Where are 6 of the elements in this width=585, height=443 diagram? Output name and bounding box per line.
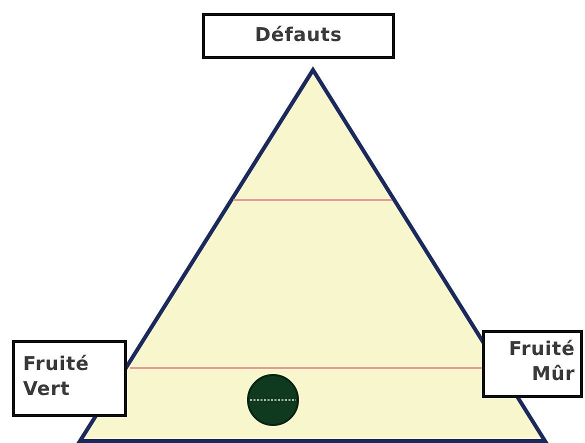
label-text: Fruité Mûr xyxy=(508,337,575,386)
label-text: Fruité Vert xyxy=(23,352,90,402)
label-box xyxy=(12,340,127,417)
label-text: Défauts xyxy=(254,23,344,48)
label-box xyxy=(482,330,583,398)
label-box xyxy=(202,13,395,59)
